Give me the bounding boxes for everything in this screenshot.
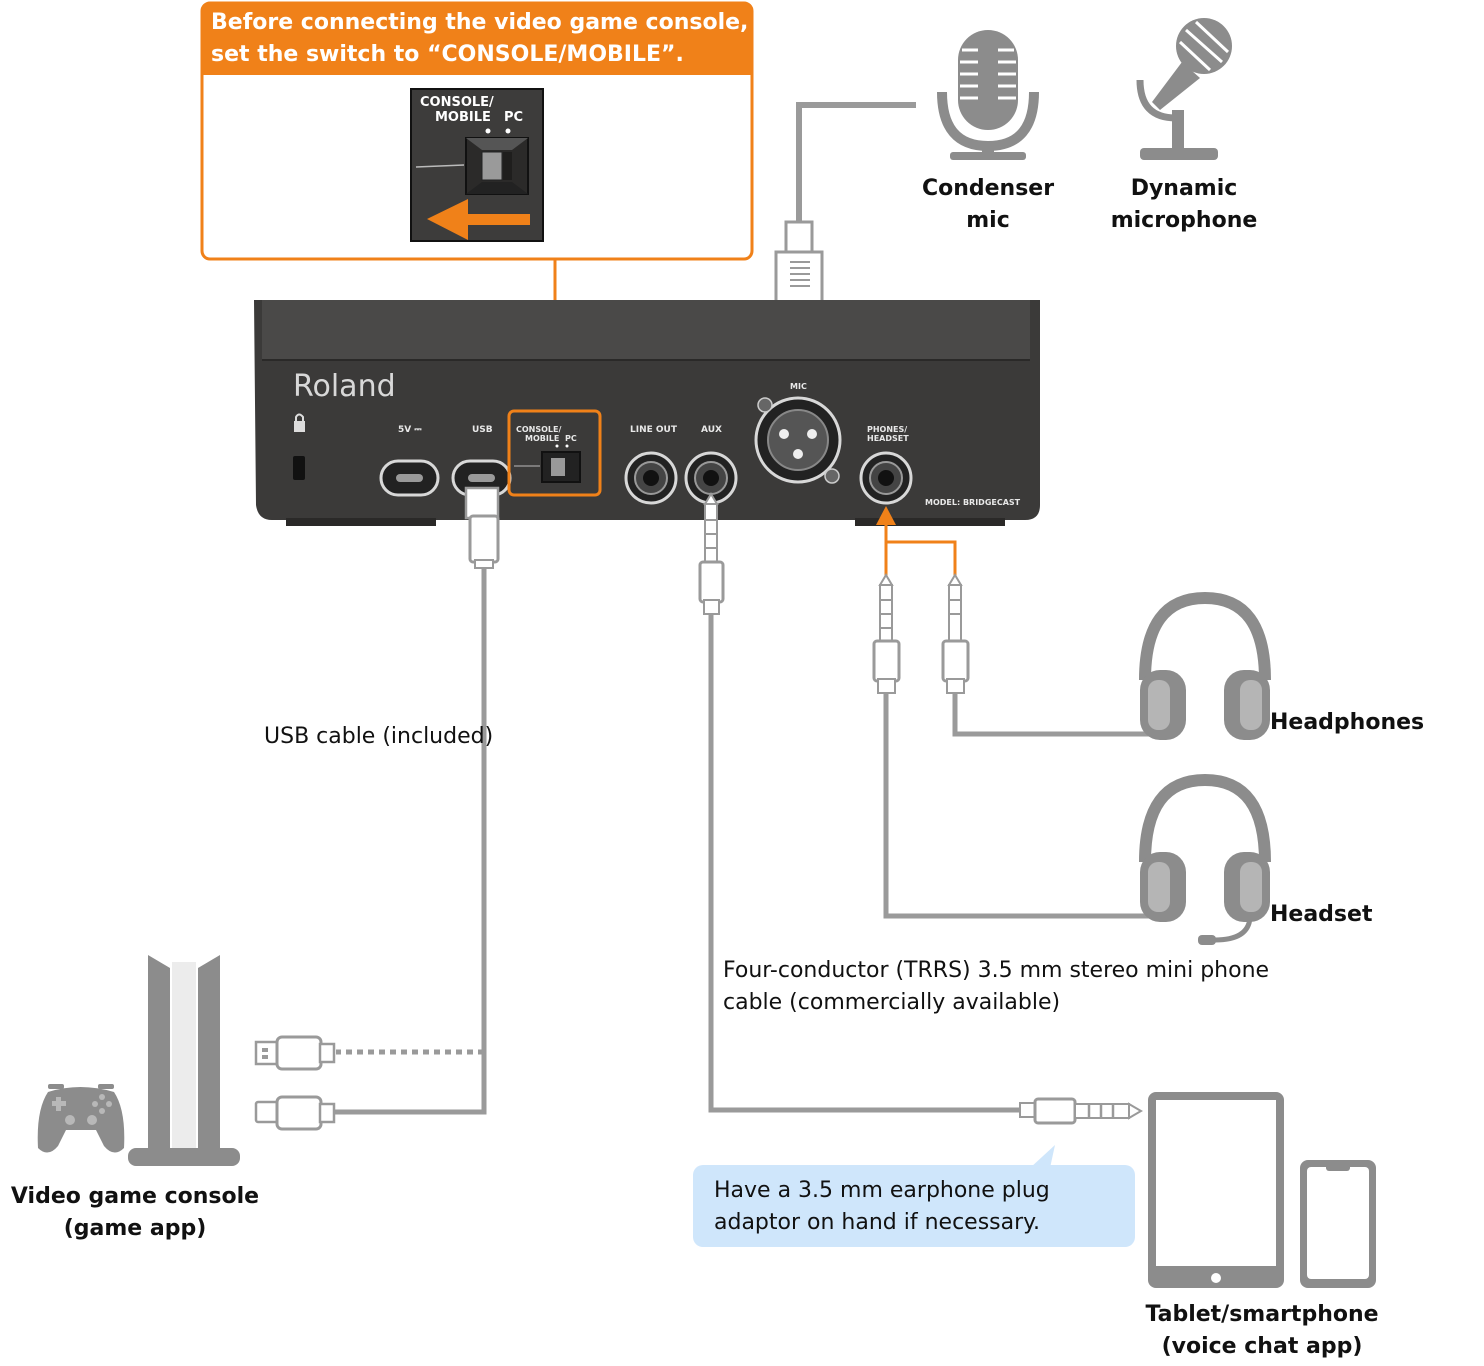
port-label-mic: MIC [790,382,807,391]
port-label-line-out: LINE OUT [630,425,677,435]
trrs-cable [698,492,1143,1125]
headphones-plug [941,573,1160,737]
game-console-icon [128,955,240,1166]
usb-a-plug-icon [254,1035,336,1071]
switch-closeup-label-1: CONSOLE/ [420,95,494,110]
dynamic-mic-label-2: microphone [1110,208,1258,233]
dynamic-mic-label-1: Dynamic [1130,176,1238,201]
condenser-mic-label-1: Condenser [921,176,1055,201]
port-label-switch-1: CONSOLE/ [516,425,562,434]
gamepad-icon [37,1084,125,1153]
port-label-phones-1: PHONES/ [867,425,908,434]
condenser-mic-label-2: mic [966,208,1010,233]
switch-closeup-label-2: MOBILE [435,110,491,125]
port-label-phones-2: HEADSET [867,434,909,443]
callout-header: Before connecting the video game console… [202,3,752,75]
headset-icon [1139,773,1271,945]
headphones-icon [1139,591,1271,740]
tip-bubble: Have a 3.5 mm earphone plug adaptor on h… [693,1165,1135,1247]
port-label-aux: AUX [701,425,722,435]
usb-c-plug-icon [254,1095,336,1131]
console-label-1: Video game console [10,1184,260,1209]
bridgecast-device [254,300,1040,526]
dynamic-mic-icon [1136,18,1232,160]
port-label-usb: USB [472,425,493,435]
xlr-mic-input [754,396,842,484]
port-label-5v: 5V ⎓ [398,425,422,435]
tip-bubble-tail [1030,1145,1055,1168]
callout-line-1: Before connecting the video game console… [211,10,749,35]
callout-line-2: set the switch to “CONSOLE/MOBILE”. [211,42,684,67]
headphones-label: Headphones [1270,710,1425,735]
tablet-label-1: Tablet/smartphone [1145,1302,1379,1327]
switch-closeup-label-pc: PC [504,110,524,125]
switch-closeup [410,88,544,242]
usb-cable-label: USB cable (included) [264,724,494,749]
headset-plug [872,573,1160,919]
security-slot [293,456,305,480]
condenser-mic-icon [937,30,1039,160]
phones-split-arrow [884,520,957,578]
usb-cable [254,486,500,1131]
lock-icon [294,413,305,432]
tip-line-2: adaptor on hand if necessary. [714,1210,1041,1235]
port-label-switch-2: MOBILE [525,434,560,443]
console-label-2: (game app) [63,1216,207,1241]
tip-line-1: Have a 3.5 mm earphone plug [714,1178,1050,1203]
tablet-icon [1148,1092,1284,1288]
tablet-label-2: (voice chat app) [1161,1334,1363,1359]
arrow-left-icon [427,199,530,240]
switch-highlight [507,409,602,497]
phones-headset-jack [859,451,913,505]
roland-logo: Roland [293,369,396,404]
port-label-switch-pc: PC [565,434,577,443]
headset-label: Headset [1270,902,1373,927]
trrs-cable-label-1: Four-conductor (TRRS) 3.5 mm stereo mini… [723,958,1270,983]
trrs-cable-label-2: cable (commercially available) [723,990,1061,1015]
line-out-jack [624,451,678,505]
model-label: MODEL: BRIDGECAST [925,498,1021,507]
smartphone-icon [1300,1160,1376,1288]
